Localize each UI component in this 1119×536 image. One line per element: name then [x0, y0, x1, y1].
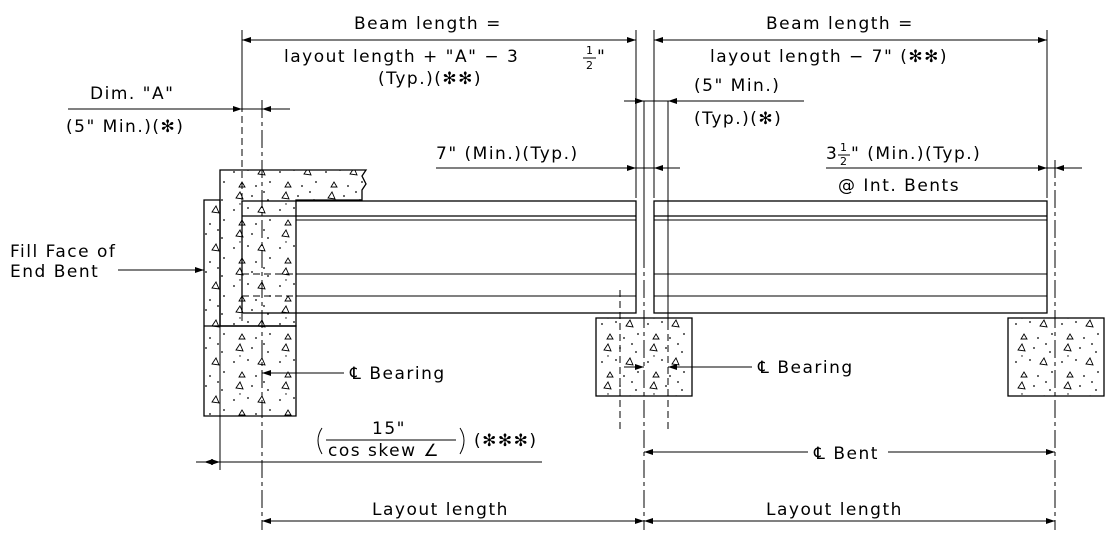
beam-length-right-title: Beam length =	[766, 14, 914, 34]
dim-a-label: Dim. "A" (5" Min.)(✻)	[66, 84, 184, 137]
dim-a-title: Dim. "A"	[90, 84, 174, 104]
skew-note-label: 15" cos skew ∠ (✻✻✻)	[317, 419, 538, 461]
layout-length-left-label: Layout length	[372, 500, 509, 520]
five-min-title: (5" Min.)	[694, 76, 780, 96]
right-bent-cap	[1007, 317, 1105, 397]
beam-length-left-formula: layout length + "A" − 3	[284, 47, 519, 67]
beam-length-left-inch: "	[597, 47, 606, 67]
skew-note: (✻✻✻)	[474, 431, 538, 451]
beam-length-right-formula: layout length − 7" (✻✻)	[710, 47, 948, 67]
skew-numerator: 15"	[372, 419, 406, 439]
seven-min-label: 7" (Min.)(Typ.)	[436, 144, 579, 164]
int-bents-label: @ Int. Bents	[838, 176, 960, 196]
three-half-label: 3 1 2 " (Min.)(Typ.) @ Int. Bents	[826, 141, 981, 196]
three-half-rest: " (Min.)(Typ.)	[851, 144, 981, 164]
beam-length-left-label: Beam length = layout length + "A" − 3 1 …	[284, 14, 606, 89]
beam-length-right-label: Beam length = layout length − 7" (✻✻)	[710, 14, 948, 67]
end-bent	[203, 169, 368, 417]
bent-centerline-label: ℄ Bent	[813, 444, 879, 464]
five-min-note: (Typ.)(✻)	[694, 109, 782, 129]
fill-face-line2: End Bent	[10, 262, 99, 282]
three-half-frac-num: 1	[840, 141, 847, 154]
three-half-frac-den: 2	[840, 155, 847, 168]
three-half-whole: 3	[826, 144, 838, 164]
beam-length-left-frac-num: 1	[586, 44, 593, 57]
dimension-lines	[68, 30, 1082, 524]
beam-right	[653, 200, 1048, 314]
beam-length-left-note: (Typ.)(✻✻)	[378, 69, 482, 89]
beam-left	[241, 200, 637, 314]
five-min-label: (5" Min.) (Typ.)(✻)	[694, 76, 782, 129]
layout-length-right-label: Layout length	[766, 500, 903, 520]
fill-face-label: Fill Face of End Bent	[10, 242, 116, 282]
beam-length-left-frac-den: 2	[586, 59, 593, 72]
bearing-mid-label: ℄ Bearing	[757, 358, 854, 378]
centerlines	[241, 100, 1056, 530]
fill-face-line1: Fill Face of	[10, 242, 116, 262]
dim-a-min: (5" Min.)(✻)	[66, 117, 184, 137]
beam-length-left-title: Beam length =	[354, 14, 502, 34]
bearing-left-label: ℄ Bearing	[349, 364, 446, 384]
skew-denominator: cos skew ∠	[328, 441, 440, 461]
